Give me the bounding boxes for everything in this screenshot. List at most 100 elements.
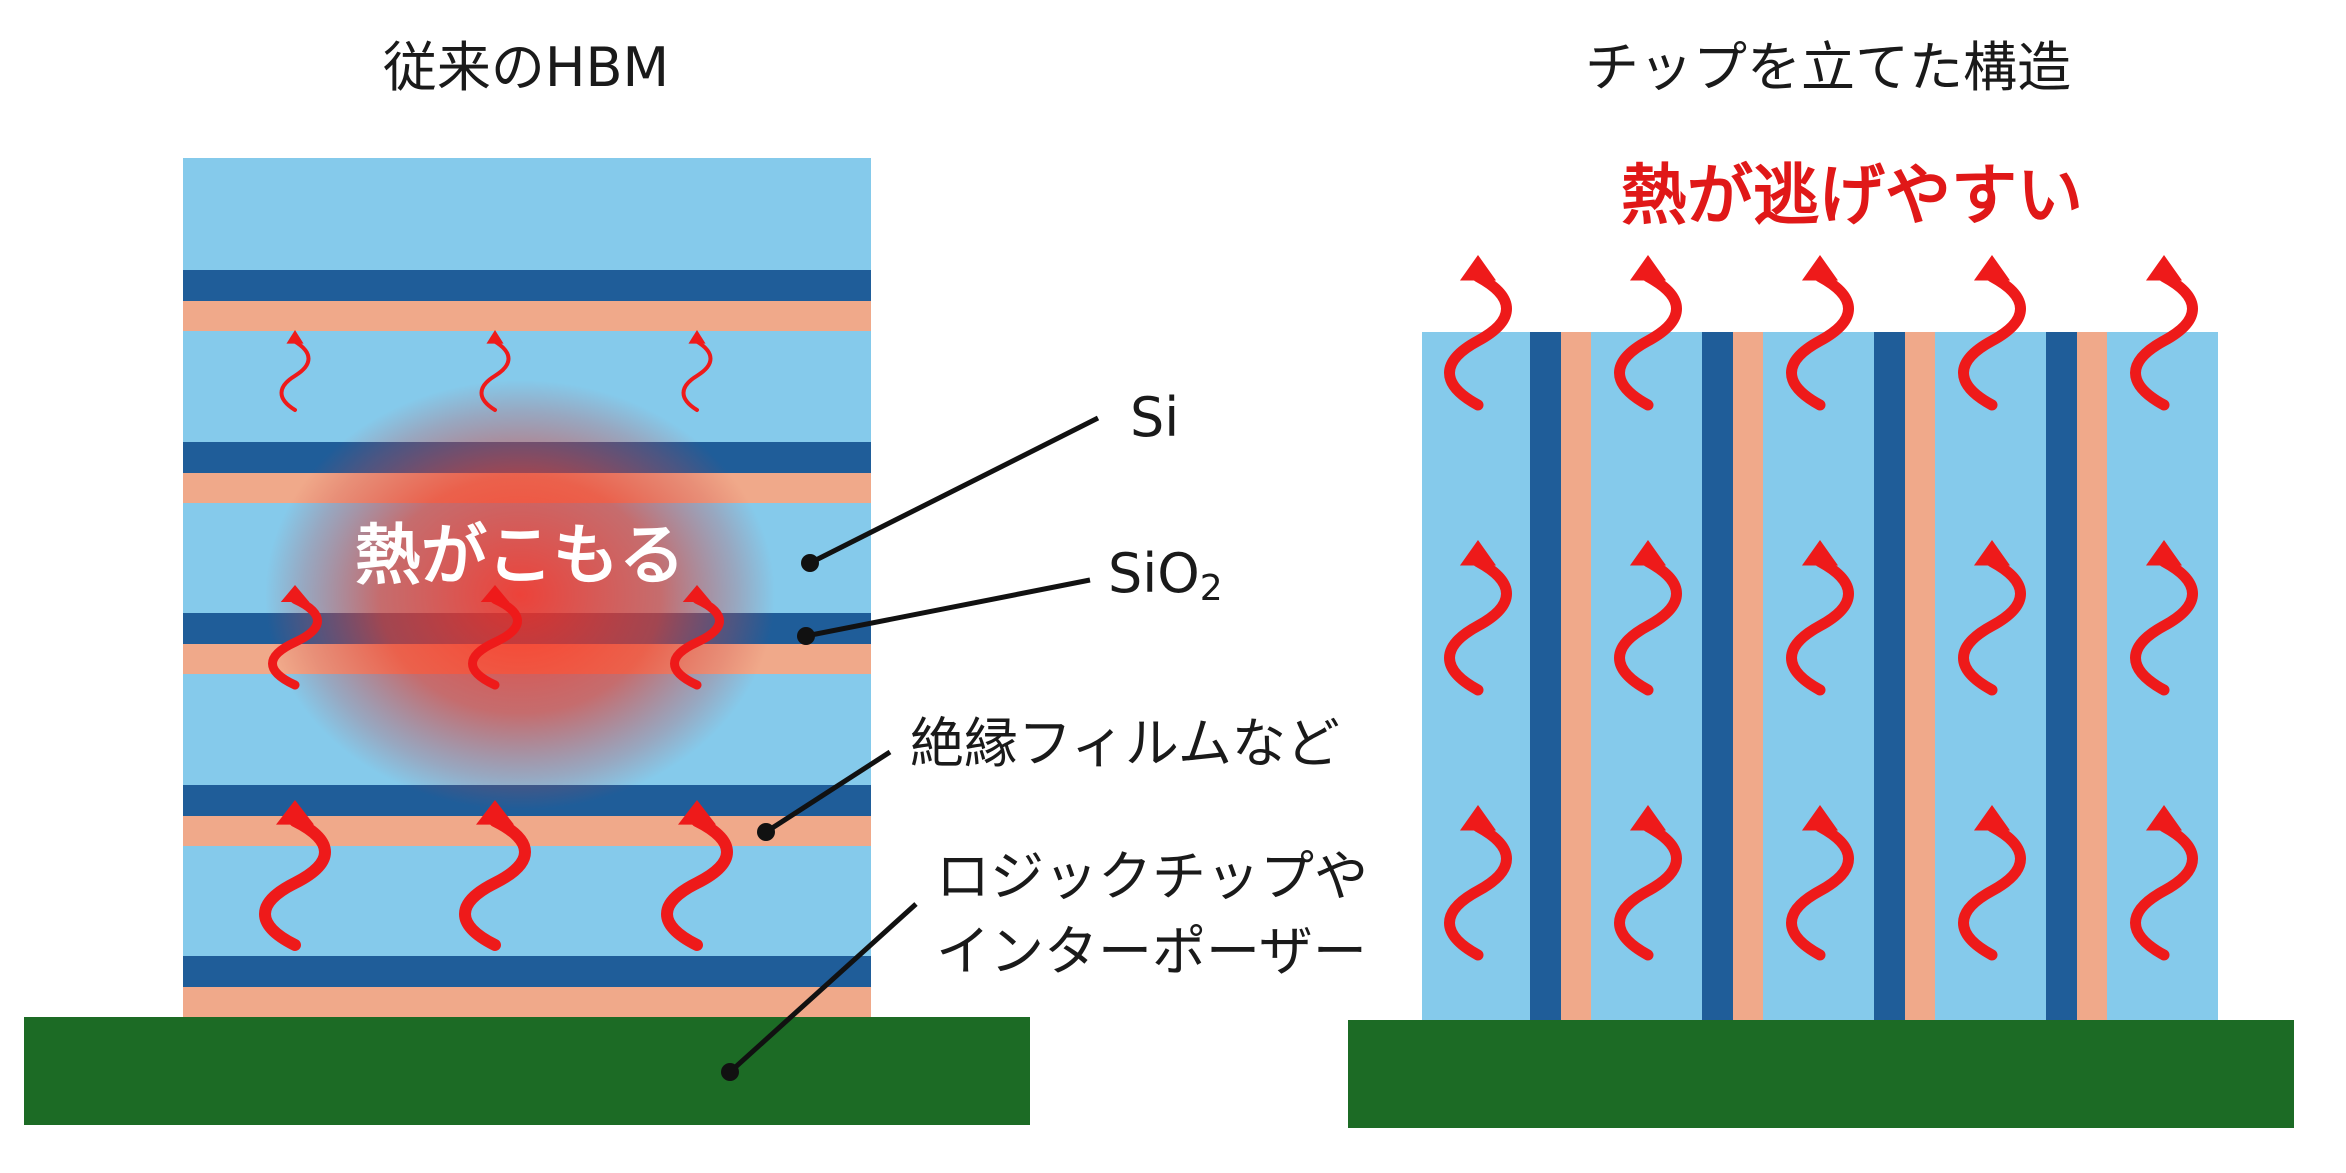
wavy-up-arrow-icon <box>1801 540 1839 566</box>
leader-line-logic-chip <box>728 902 918 1074</box>
wavy-arrow-shaft <box>1786 271 1854 411</box>
sio2-layer-5 <box>183 956 871 987</box>
escaping-heat-arrow-1-3 <box>1444 805 1512 961</box>
leader-dot-insulating-film <box>757 823 775 841</box>
wavy-up-arrow-icon <box>688 330 706 344</box>
label-sio2-subscript: 2 <box>1200 568 1223 609</box>
title-vertical-chip-structure: チップを立てた構造 <box>1585 36 2071 99</box>
trapped-heat-arrow-small-1 <box>279 330 311 412</box>
escaping-heat-arrow-4-3 <box>1958 805 2026 961</box>
trapped-heat-arrow-large-3 <box>661 800 733 951</box>
substrate-left <box>24 1017 1030 1125</box>
wavy-arrow-shaft <box>1444 821 1512 961</box>
label-logic-chip-line1: ロジックチップや <box>936 845 1368 908</box>
wavy-arrow-shaft <box>1786 821 1854 961</box>
trapped-heat-arrow-medium-2 <box>468 585 522 690</box>
wavy-arrow-shaft <box>1786 556 1854 696</box>
wavy-arrow-shaft <box>468 594 522 690</box>
wavy-up-arrow-icon <box>1801 255 1839 281</box>
wavy-arrow-shaft <box>1614 821 1682 961</box>
escaping-heat-arrow-5-3 <box>2130 805 2198 961</box>
heat-glow <box>265 380 775 810</box>
trapped-heat-arrow-medium-3 <box>670 585 724 690</box>
wavy-arrow-shaft <box>279 339 311 412</box>
insulating-film-layer-5 <box>183 987 871 1017</box>
wavy-arrow-shaft <box>259 814 331 951</box>
wavy-arrow-shaft <box>1958 821 2026 961</box>
label-si: Si <box>1130 386 1179 449</box>
wavy-up-arrow-icon <box>1459 255 1497 281</box>
wavy-up-arrow-icon <box>286 330 304 344</box>
wavy-up-arrow-icon <box>480 585 510 602</box>
wavy-arrow-shaft <box>661 814 733 951</box>
escaping-heat-arrow-2-3 <box>1614 805 1682 961</box>
leader-dot-si <box>801 554 819 572</box>
wavy-arrow-shaft <box>1958 556 2026 696</box>
escaping-heat-arrow-2-2 <box>1614 540 1682 696</box>
wavy-arrow-shaft <box>670 594 724 690</box>
escaping-heat-arrow-1-2 <box>1444 540 1512 696</box>
trapped-heat-arrow-small-3 <box>681 330 713 412</box>
escaping-heat-arrow-4-2 <box>1958 540 2026 696</box>
trapped-heat-arrow-large-2 <box>459 800 531 951</box>
trapped-heat-arrow-small-2 <box>479 330 511 412</box>
wavy-arrow-shaft <box>2130 821 2198 961</box>
trapped-heat-arrow-large-1 <box>259 800 331 951</box>
wavy-arrow-shaft <box>1958 271 2026 411</box>
insulating-film-column-3 <box>1905 332 1935 1020</box>
escaping-heat-arrow-3-3 <box>1786 805 1854 961</box>
wavy-up-arrow-icon <box>1973 255 2011 281</box>
wavy-arrow-shaft <box>1444 271 1512 411</box>
heat-trapped-label: 熱がこもる <box>355 517 685 594</box>
escaping-heat-arrow-3-2 <box>1786 540 1854 696</box>
label-sio2-main: SiO <box>1108 542 1200 605</box>
wavy-up-arrow-icon <box>1973 540 2011 566</box>
wavy-arrow-shaft <box>1614 271 1682 411</box>
wavy-arrow-shaft <box>2130 556 2198 696</box>
wavy-up-arrow-icon <box>1629 805 1667 831</box>
wavy-arrow-shaft <box>479 339 511 412</box>
leader-line-si <box>808 415 1100 566</box>
insulating-film-column-1 <box>1561 332 1591 1020</box>
leader-line-insulating-film <box>764 749 892 835</box>
wavy-arrow-shaft <box>459 814 531 951</box>
wavy-up-arrow-icon <box>486 330 504 344</box>
label-sio2: SiO2 <box>1108 542 1223 609</box>
wavy-up-arrow-icon <box>276 800 314 825</box>
wavy-up-arrow-icon <box>2145 540 2183 566</box>
wavy-arrow-shaft <box>1614 556 1682 696</box>
substrate-right <box>1348 1020 2294 1128</box>
escaping-heat-arrow-2-1 <box>1614 255 1682 411</box>
wavy-up-arrow-icon <box>1629 255 1667 281</box>
wavy-up-arrow-icon <box>1801 805 1839 831</box>
conventional-hbm-stack: 熱がこもる <box>24 158 1030 1125</box>
escaping-heat-arrow-4-1 <box>1958 255 2026 411</box>
title-conventional-hbm: 従来のHBM <box>383 36 669 99</box>
wavy-up-arrow-icon <box>682 585 712 602</box>
label-logic-chip-line2: インターポーザー <box>936 920 1367 983</box>
sio2-layer-1 <box>183 270 871 301</box>
trapped-heat-arrow-medium-1 <box>268 585 322 690</box>
wavy-up-arrow-icon <box>476 800 514 825</box>
label-insulating-film: 絶縁フィルムなど <box>910 712 1340 775</box>
wavy-up-arrow-icon <box>678 800 716 825</box>
wavy-up-arrow-icon <box>1629 540 1667 566</box>
wavy-up-arrow-icon <box>1459 805 1497 831</box>
wavy-arrow-shaft <box>2130 271 2198 411</box>
wavy-up-arrow-icon <box>1459 540 1497 566</box>
heat-escapes-label: 熱が逃げやすい <box>1621 157 2083 234</box>
wavy-arrow-shaft <box>1444 556 1512 696</box>
insulating-film-column-2 <box>1733 332 1763 1020</box>
annotations: Si SiO2 絶縁フィルムなど ロジックチップや インターポーザー <box>721 386 1368 1081</box>
sio2-column-3 <box>1874 332 1905 1020</box>
sio2-column-1 <box>1530 332 1561 1020</box>
leader-dot-logic-chip <box>721 1063 739 1081</box>
wavy-up-arrow-icon <box>2145 255 2183 281</box>
sio2-column-2 <box>1702 332 1733 1020</box>
trapped-heat-arrows <box>259 330 733 951</box>
insulating-film-column-4 <box>2077 332 2107 1020</box>
wavy-up-arrow-icon <box>280 585 310 602</box>
wavy-up-arrow-icon <box>1973 805 2011 831</box>
leader-dot-sio2 <box>797 627 815 645</box>
